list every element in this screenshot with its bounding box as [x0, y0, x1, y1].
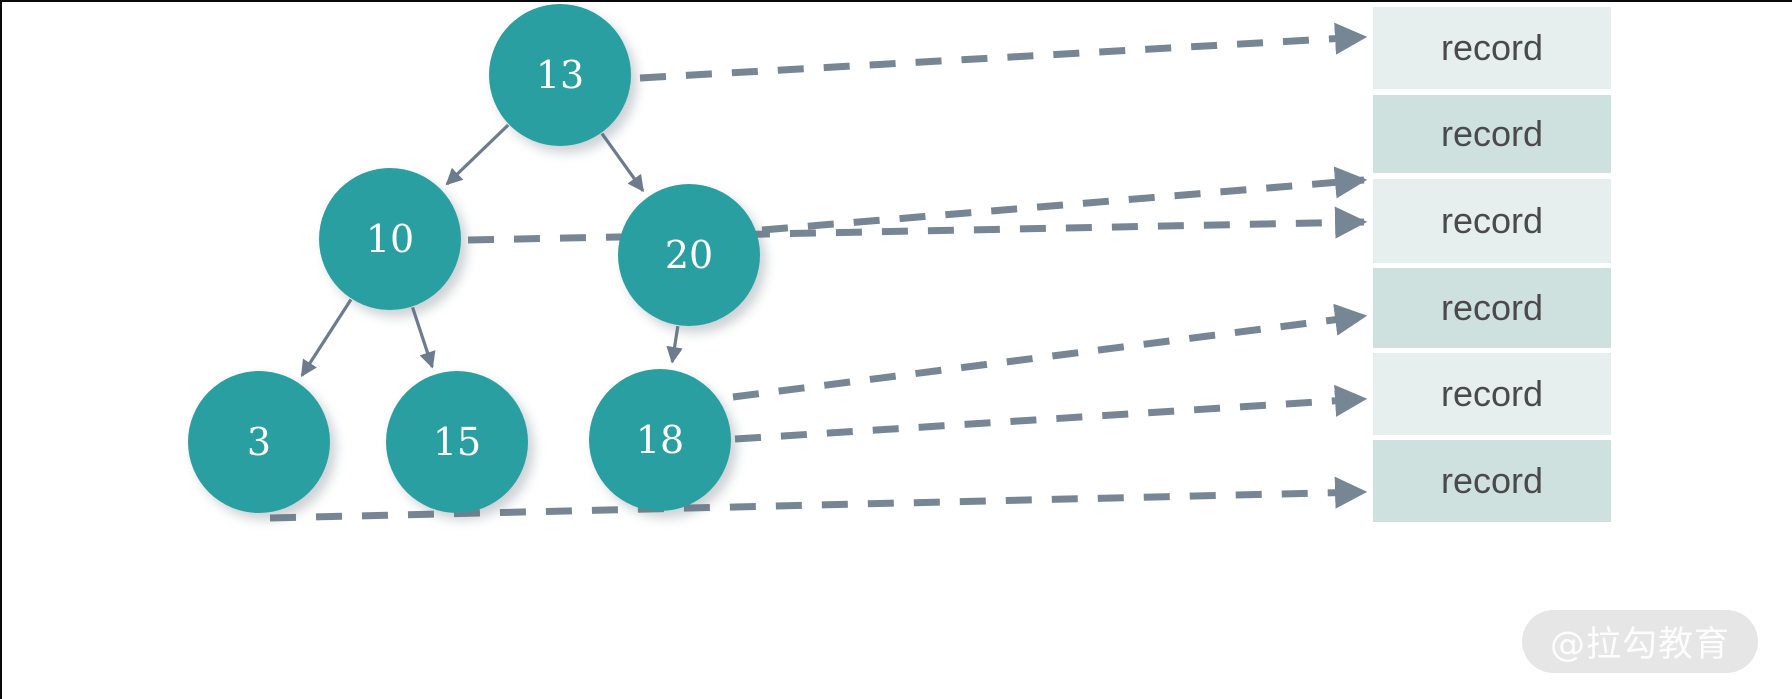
- tree-node-label: 3: [246, 420, 272, 464]
- record-block-6[interactable]: record: [1373, 440, 1611, 522]
- record-label: record: [1440, 460, 1544, 501]
- tree-node-18: 18: [589, 369, 731, 511]
- tree-edge-10-to-15: [411, 306, 436, 369]
- pointer-18-to-record-5: [734, 384, 1368, 443]
- tree-edge-13-to-10: [445, 123, 510, 186]
- tree-node-label: 15: [432, 420, 482, 464]
- record-block-1[interactable]: record: [1373, 7, 1611, 89]
- record-label: record: [1440, 27, 1544, 68]
- tree-node-3: 3: [188, 371, 330, 513]
- record-block-5[interactable]: record: [1373, 353, 1611, 435]
- tree-node-label: 13: [535, 53, 585, 97]
- record-block-3[interactable]: record: [1373, 179, 1611, 263]
- tree-edge-group: [300, 123, 683, 378]
- record-block-4[interactable]: record: [1373, 268, 1611, 348]
- tree-node-label: 18: [635, 418, 685, 462]
- tree-node-label: 20: [664, 233, 714, 277]
- pointer-10-to-record-3: [467, 206, 1368, 244]
- record-pointer-group: [269, 22, 1368, 522]
- pointer-18-to-record-4: [732, 303, 1368, 401]
- record-label: record: [1440, 200, 1544, 241]
- watermark-badge: @拉勾教育: [1522, 610, 1758, 673]
- record-label: record: [1440, 287, 1544, 328]
- tree-node-13: 13: [489, 4, 631, 146]
- tree-edge-20-to-18: [666, 325, 683, 364]
- tree-edge-10-to-3: [300, 298, 353, 378]
- pointer-20-to-record-2: [761, 166, 1368, 234]
- watermark-text: @拉勾教育: [1549, 625, 1730, 665]
- tree-edge-13-to-20: [600, 132, 645, 193]
- record-label: record: [1440, 373, 1544, 414]
- pointer-13-to-record-1: [639, 22, 1368, 82]
- tree-node-20: 20: [618, 184, 760, 326]
- tree-node-label: 10: [365, 217, 415, 261]
- record-label: record: [1440, 113, 1544, 154]
- tree-node-15: 15: [386, 371, 528, 513]
- tree-node-10: 10: [319, 168, 461, 310]
- record-block-2[interactable]: record: [1373, 95, 1611, 173]
